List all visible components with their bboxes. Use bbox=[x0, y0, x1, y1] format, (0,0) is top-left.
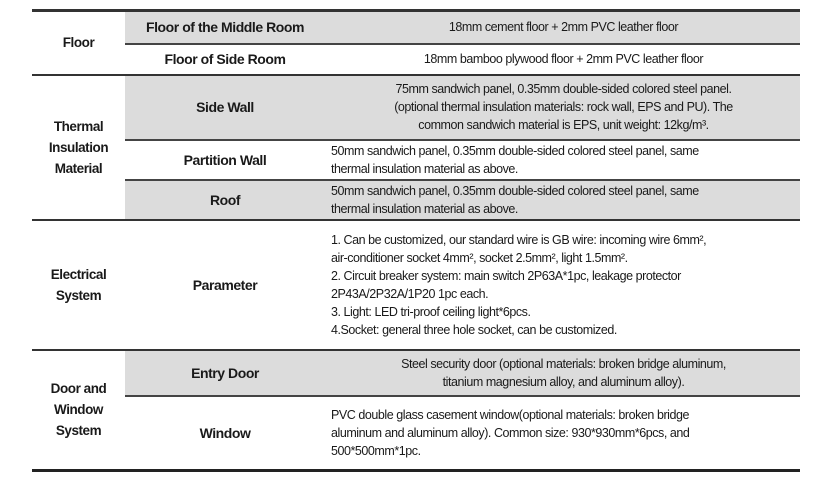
category-door-window: Door and Window System bbox=[32, 348, 125, 471]
category-floor: Floor bbox=[32, 9, 125, 75]
item-description: 75mm sandwich panel, 0.35mm double-sided… bbox=[325, 73, 800, 140]
item-description: 1. Can be customized, our standard wire … bbox=[325, 218, 800, 350]
item-label: Entry Door bbox=[125, 348, 325, 396]
table-row: Floor Floor of the Middle Room 18mm ceme… bbox=[32, 9, 800, 75]
item-label: Partition Wall bbox=[125, 138, 325, 180]
item-label: Roof bbox=[125, 178, 325, 220]
item-label: Window bbox=[125, 394, 325, 471]
item-description: 18mm cement floor + 2mm PVC leather floo… bbox=[325, 9, 800, 44]
item-description: 50mm sandwich panel, 0.35mm double-sided… bbox=[325, 178, 800, 220]
table-row: Floor of Side Room 18mm bamboo plywood f… bbox=[32, 42, 800, 75]
item-description: PVC double glass casement window(optiona… bbox=[325, 394, 800, 471]
item-description: 50mm sandwich panel, 0.35mm double-sided… bbox=[325, 138, 800, 180]
item-label: Parameter bbox=[125, 218, 325, 350]
item-description: 18mm bamboo plywood floor + 2mm PVC leat… bbox=[325, 42, 800, 75]
specification-table: Floor Floor of the Middle Room 18mm ceme… bbox=[32, 9, 800, 472]
item-description: Steel security door (optional materials:… bbox=[325, 348, 800, 396]
table-row: Thermal Insulation Material Side Wall 75… bbox=[32, 73, 800, 220]
table-row: Window PVC double glass casement window(… bbox=[32, 394, 800, 471]
category-electrical: Electrical System bbox=[32, 218, 125, 350]
table-row: Roof 50mm sandwich panel, 0.35mm double-… bbox=[32, 178, 800, 220]
item-label: Side Wall bbox=[125, 73, 325, 140]
table-row: Electrical System Parameter 1. Can be cu… bbox=[32, 218, 800, 350]
category-thermal-insulation: Thermal Insulation Material bbox=[32, 73, 125, 220]
item-label: Floor of Side Room bbox=[125, 42, 325, 75]
table-row: Partition Wall 50mm sandwich panel, 0.35… bbox=[32, 138, 800, 180]
item-label: Floor of the Middle Room bbox=[125, 9, 325, 44]
table-row: Door and Window System Entry Door Steel … bbox=[32, 348, 800, 471]
